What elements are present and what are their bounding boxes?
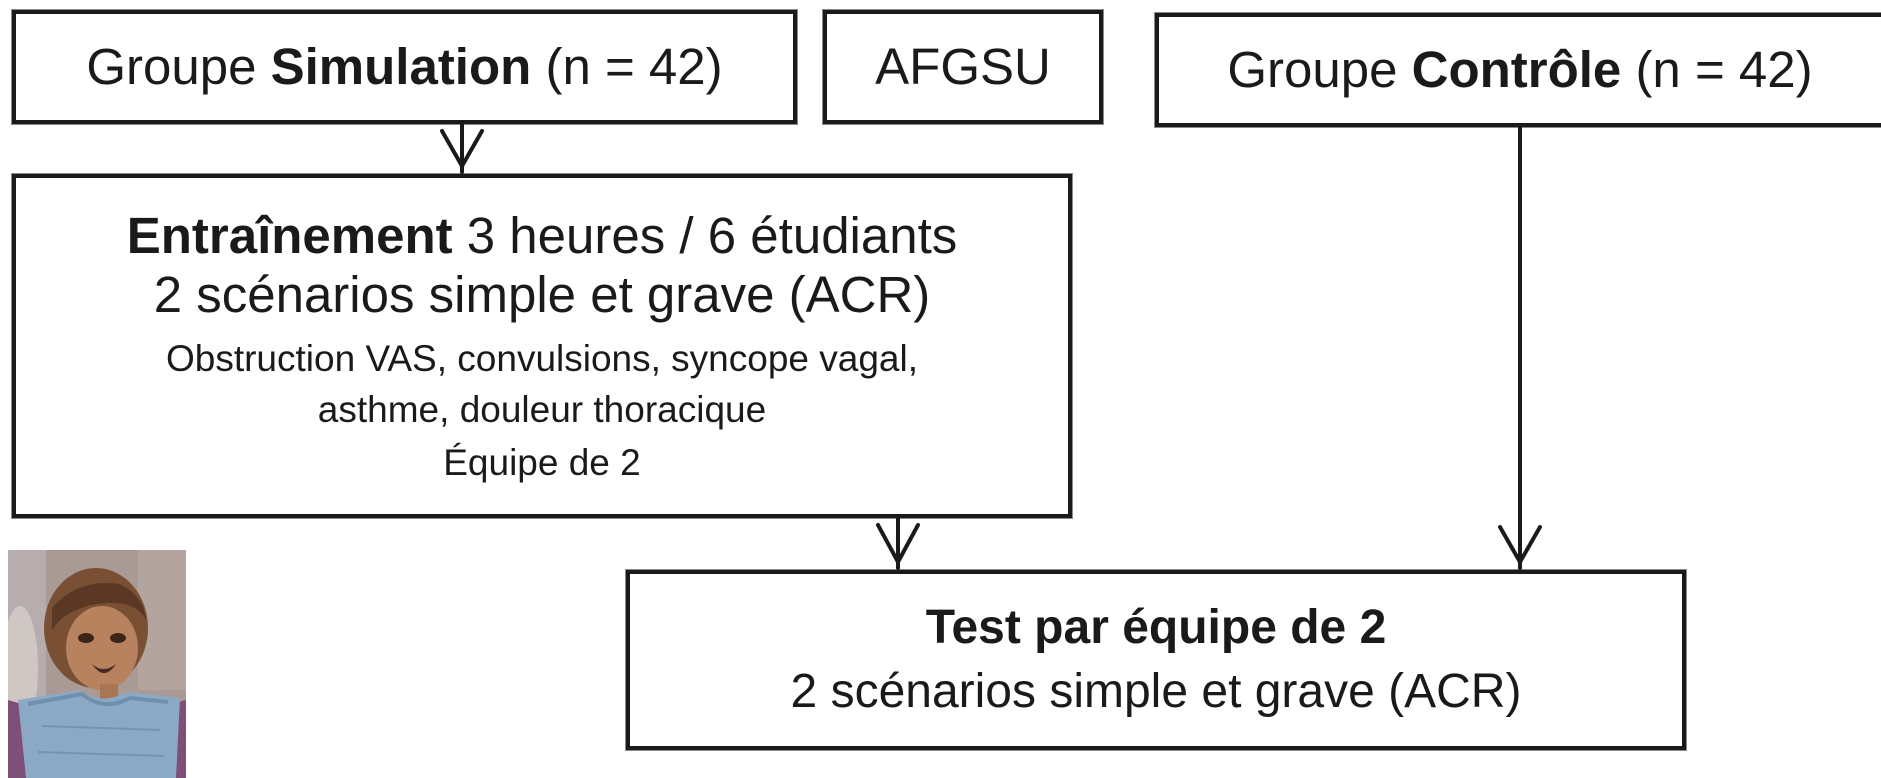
afgsu-label: AFGSU: [875, 38, 1051, 96]
control-group-name: Contrôle: [1411, 41, 1622, 99]
simulation-group-prefix: Groupe: [86, 38, 271, 96]
test-title-bold: Test par équipe de 2: [925, 601, 1387, 655]
test-box: Test par équipe de 2 2 scénarios simple …: [626, 570, 1686, 750]
training-team: Équipe de 2: [443, 441, 641, 483]
training-box: Entraînement 3 heures / 6 étudiants 2 sc…: [12, 174, 1072, 518]
control-group-box: Groupe Contrôle (n = 42): [1155, 13, 1881, 127]
arrow-simulation-to-training: [440, 122, 484, 174]
training-detail-line-2: asthme, douleur thoracique: [317, 388, 767, 430]
training-title-rest: 3 heures / 6 étudiants: [452, 206, 958, 264]
simulation-group-name: Simulation: [270, 38, 532, 96]
training-detail-line-1: Obstruction VAS, convulsions, syncope va…: [165, 337, 919, 379]
afgsu-box: AFGSU: [823, 10, 1103, 124]
test-title: Test par équipe de 2: [926, 601, 1387, 655]
control-group-count: (n = 42): [1621, 41, 1813, 99]
simulation-group-box: Groupe Simulation (n = 42): [12, 10, 797, 124]
control-group-label: Groupe Contrôle (n = 42): [1227, 41, 1812, 98]
manikin-image: [8, 550, 186, 778]
arrow-training-to-test: [876, 516, 920, 570]
training-title: Entraînement 3 heures / 6 étudiants: [127, 207, 958, 264]
training-scenarios: 2 scénarios simple et grave (ACR): [153, 265, 931, 323]
training-title-bold: Entraînement: [126, 206, 453, 264]
control-group-prefix: Groupe: [1227, 41, 1412, 99]
test-scenarios: 2 scénarios simple et grave (ACR): [790, 665, 1522, 718]
simulation-group-count: (n = 42): [531, 38, 723, 96]
arrow-control-to-test: [1498, 125, 1542, 570]
manikin-photo: [8, 550, 186, 778]
simulation-group-label: Groupe Simulation (n = 42): [86, 38, 722, 95]
